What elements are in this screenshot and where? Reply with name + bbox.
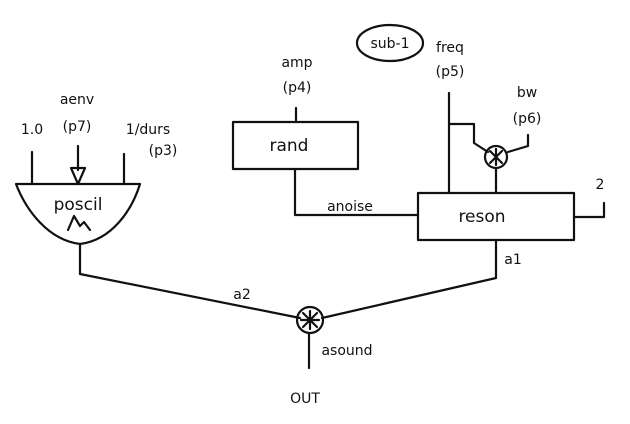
output-multiplier: [295, 305, 325, 335]
poscil-label: poscil: [54, 195, 103, 215]
freq-to-multiplier-wire: [447, 122, 490, 154]
poscil-oscillator: poscil: [14, 182, 142, 246]
envelope-arrow-icon: [69, 166, 87, 186]
freq-param: (p5): [436, 64, 465, 80]
multiply-icon: [299, 309, 321, 331]
rand-generator: rand: [231, 120, 360, 171]
rand-label: rand: [270, 136, 309, 156]
bw-label: bw: [517, 85, 537, 101]
envelope-param: (p7): [63, 119, 92, 135]
waveform-icon: [66, 214, 92, 232]
anoise-label: anoise: [327, 199, 373, 215]
a2-label: a2: [233, 287, 251, 303]
scale-wire: [572, 201, 606, 219]
title-badge-label: sub-1: [370, 36, 409, 52]
multiply-icon: [488, 147, 504, 167]
poscil-amplitude-label: 1.0: [21, 122, 43, 138]
reson-label: reson: [458, 207, 505, 227]
reson-filter: reson: [416, 191, 576, 242]
amp-label: amp: [281, 55, 312, 71]
anoise-wire: [293, 167, 420, 217]
out-label: OUT: [290, 391, 320, 407]
bw-param: (p6): [513, 111, 542, 127]
amp-param: (p4): [283, 80, 312, 96]
envelope-label: aenv: [60, 92, 94, 108]
a1-wire: [320, 238, 498, 320]
poscil-frequency-param: (p3): [149, 143, 178, 159]
bw-wire: [506, 133, 530, 154]
bw-multiplier: [483, 144, 509, 170]
asound-label: asound: [321, 343, 372, 359]
a2-wire: [78, 242, 302, 320]
scale-label: 2: [596, 177, 605, 193]
poscil-frequency-label: 1/durs: [126, 122, 170, 138]
a1-label: a1: [504, 252, 522, 268]
freq-label: freq: [436, 40, 464, 56]
title-badge: sub-1: [355, 23, 425, 63]
